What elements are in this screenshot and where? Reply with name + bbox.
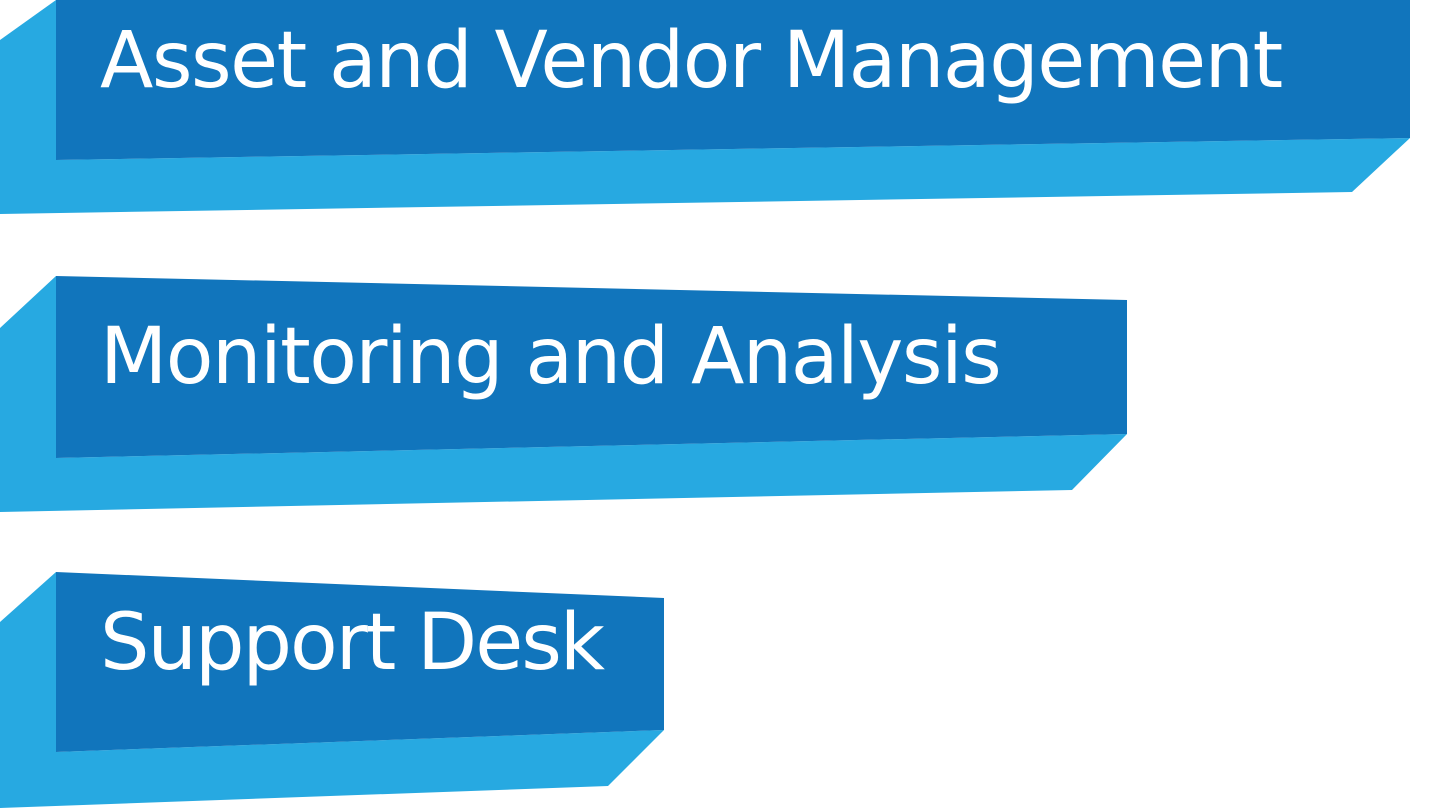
banner-label-asset-vendor: Asset and Vendor Management [100, 16, 1283, 106]
banner-2-front-face [56, 276, 1127, 458]
banner-1-side-face [0, 0, 1410, 214]
banner-monitoring-analysis [0, 276, 1127, 512]
banner-3-side-face [0, 572, 664, 808]
banner-label-support-desk: Support Desk [100, 598, 605, 688]
banner-3-front-face [56, 572, 664, 752]
banner-label-monitoring-analysis: Monitoring and Analysis [100, 312, 1002, 402]
banner-1-front-face [56, 0, 1410, 160]
banner-2-side-face [0, 276, 1127, 512]
banner-support-desk [0, 572, 664, 808]
banner-asset-vendor [0, 0, 1410, 214]
